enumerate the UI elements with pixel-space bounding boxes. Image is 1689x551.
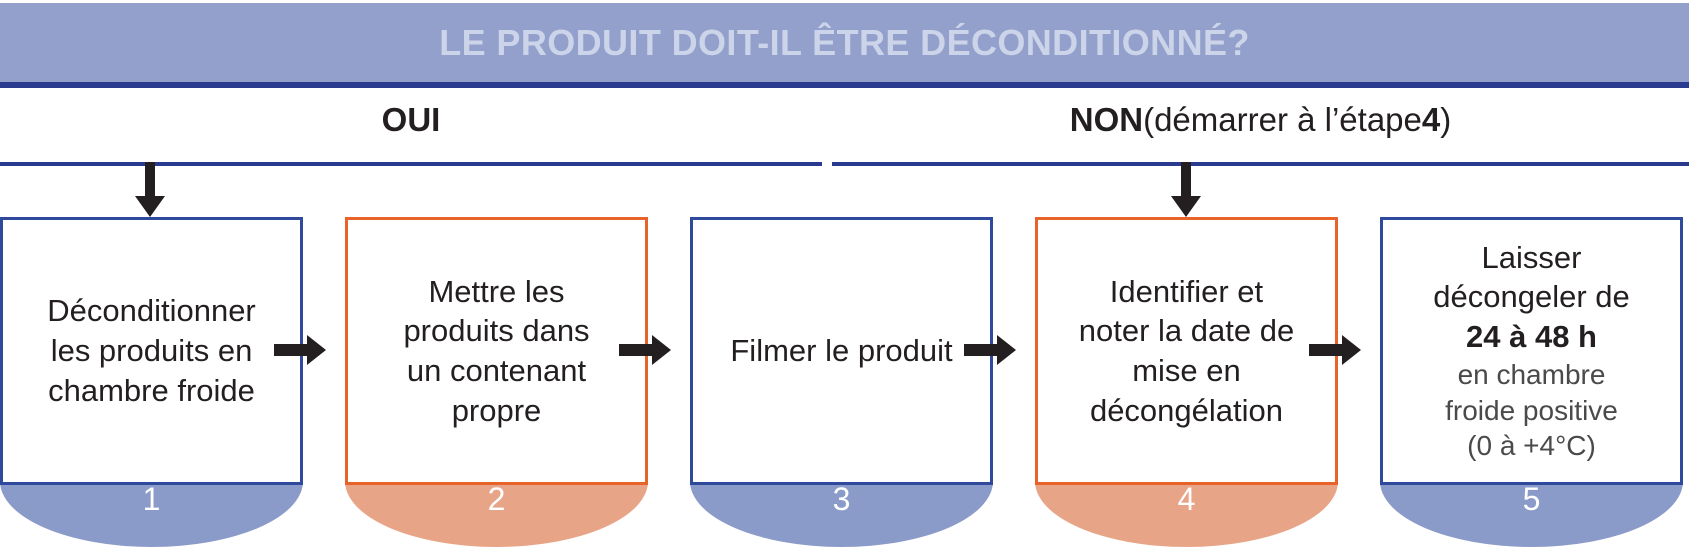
branch-label-no: NON (démarrer à l’étape 4) (832, 96, 1689, 142)
step-text-4: Identifier et noter la date de mise en d… (1071, 272, 1302, 431)
step-text-line: 24 à 48 h (1466, 319, 1597, 355)
step-text-1: Déconditionner les produits en chambre f… (39, 291, 264, 410)
step-number-4: 4 (1177, 481, 1196, 517)
step-text-line: Laisser (1481, 239, 1582, 275)
step-text-line: produits dans (403, 313, 590, 349)
step-text-5: Laisser décongeler de 24 à 48 h en chamb… (1425, 238, 1638, 465)
step-text-line: propre (451, 392, 542, 428)
branch-label-no-rest-b: ) (1440, 100, 1452, 138)
down-arrow-icon-no (1164, 160, 1208, 220)
step-number-1: 1 (142, 481, 161, 517)
step-text-line: un contenant (406, 353, 587, 388)
branch-rule-yes (0, 162, 822, 166)
step-number-2: 2 (487, 481, 506, 517)
header-underline (0, 82, 1689, 88)
step-box-2[interactable]: Mettre les produits dans un contenant pr… (345, 205, 648, 551)
right-arrow-icon-3 (962, 333, 1018, 367)
step-number-3: 3 (832, 481, 851, 517)
right-arrow-icon-1 (272, 333, 328, 367)
step-body-4: Identifier et noter la date de mise en d… (1035, 217, 1338, 485)
step-text-2: Mettre les produits dans un contenant pr… (395, 272, 597, 431)
step-box-1[interactable]: Déconditionner les produits en chambre f… (0, 205, 303, 551)
branch-rule-no (832, 162, 1689, 166)
step-text-line: chambre froide (48, 372, 255, 408)
step-text-3: Filmer le produit (722, 331, 960, 371)
branch-label-no-rest-a: (démarrer à l’étape (1143, 100, 1422, 138)
step-body-5: Laisser décongeler de 24 à 48 h en chamb… (1380, 217, 1683, 485)
step-text-line: en chambre (1457, 358, 1606, 390)
right-arrow-icon-4 (1307, 333, 1363, 367)
step-text-line: Filmer le produit (730, 333, 953, 369)
step-box-4[interactable]: Identifier et noter la date de mise en d… (1035, 205, 1338, 551)
step-body-2: Mettre les produits dans un contenant pr… (345, 217, 648, 485)
step-text-line: mise en (1132, 353, 1241, 388)
branch-label-no-step-number: 4 (1421, 100, 1441, 138)
step-text-line: noter la date de (1078, 313, 1295, 349)
header-banner: LE PRODUIT DOIT-IL ÊTRE DÉCONDITIONNÉ? (0, 3, 1689, 82)
step-box-3[interactable]: Filmer le produit 3 (690, 205, 993, 551)
step-text-line: décongeler de (1433, 279, 1630, 315)
step-box-5[interactable]: Laisser décongeler de 24 à 48 h en chamb… (1380, 205, 1683, 551)
step-body-3: Filmer le produit (690, 217, 993, 485)
branch-label-yes: OUI (0, 96, 822, 142)
branch-label-yes-text: OUI (381, 100, 441, 138)
step-text-line: les produits en (50, 333, 253, 369)
step-body-1: Déconditionner les produits en chambre f… (0, 217, 303, 485)
step-text-line: Mettre les (428, 273, 565, 309)
step-number-5: 5 (1522, 481, 1541, 517)
step-text-line: (0 à +4°C) (1467, 430, 1596, 462)
step-text-line: décongélation (1089, 392, 1284, 428)
steps-row: Déconditionner les produits en chambre f… (0, 205, 1689, 551)
step-text-line: Déconditionner (47, 293, 256, 329)
step-text-line: froide positive (1445, 394, 1618, 426)
step-text-line: Identifier et (1109, 273, 1264, 309)
down-arrow-icon-yes (128, 160, 172, 220)
branch-label-no-bold: NON (1069, 100, 1144, 138)
right-arrow-icon-2 (617, 333, 673, 367)
page-title: LE PRODUIT DOIT-IL ÊTRE DÉCONDITIONNÉ? (439, 21, 1250, 63)
